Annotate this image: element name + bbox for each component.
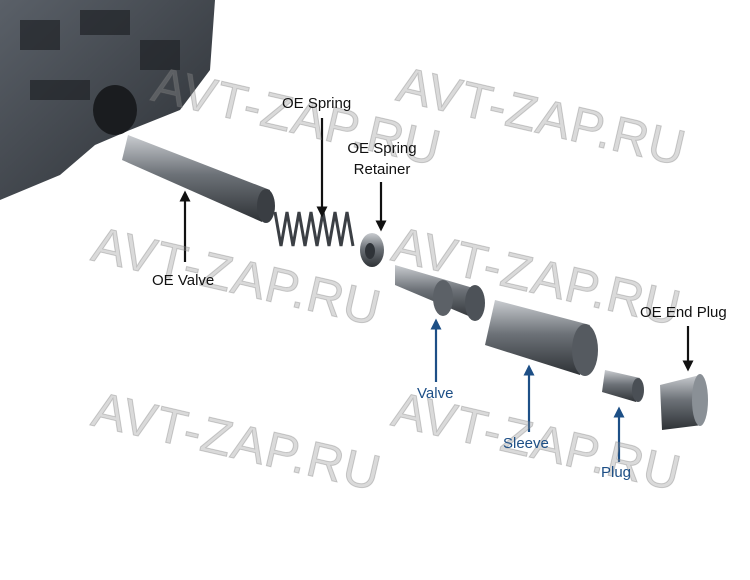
oe-valve-part — [122, 135, 275, 223]
oe-spring-retainer-label-line1: OE Spring — [347, 140, 417, 157]
valve-body — [0, 0, 215, 200]
oe-end-plug-part — [660, 374, 708, 430]
oe-spring-retainer-part — [360, 233, 384, 267]
valve-part — [395, 265, 485, 321]
sleeve-label: Sleeve — [503, 435, 549, 452]
oe-spring-part — [273, 211, 355, 247]
oe-spring-retainer-label-line2: Retainer — [353, 161, 411, 178]
sleeve-part — [485, 300, 598, 376]
plug-part — [602, 370, 644, 402]
oe-spring-label: OE Spring — [282, 95, 352, 112]
oe-spring-retainer-label: OE Spring Retainer — [342, 138, 422, 180]
oe-valve-label: OE Valve — [152, 272, 215, 289]
plug-label: Plug — [601, 464, 632, 481]
oe-end-plug-label: OE End Plug — [640, 304, 727, 321]
leader-arrows — [179, 118, 694, 462]
valve-label: Valve — [417, 385, 454, 402]
